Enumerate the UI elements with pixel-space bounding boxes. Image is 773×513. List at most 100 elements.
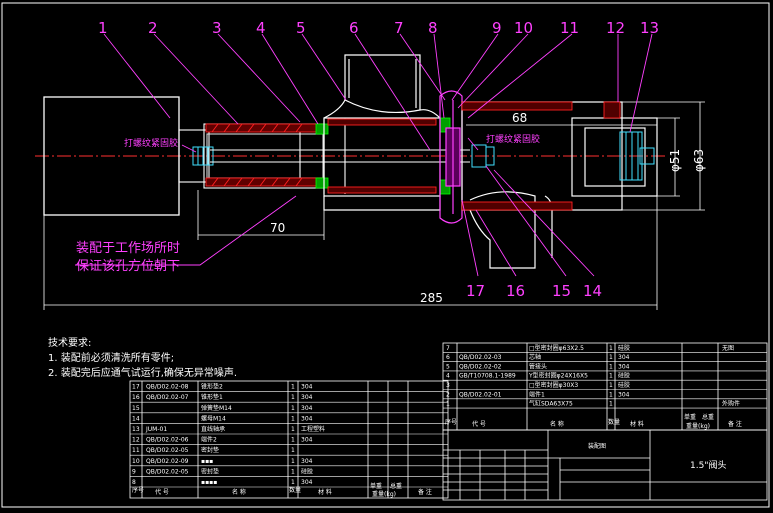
bom-right-row-mat: 硅胶 — [618, 381, 630, 389]
bom-left-row-mat: 工程塑料 — [301, 425, 325, 433]
section-hatch-right — [461, 101, 621, 211]
bom-left-row-code: QB/D02.02-08 — [146, 384, 189, 391]
bom-left-row-qty: 1 — [291, 437, 295, 444]
bom-right-row-no: 5 — [446, 363, 450, 370]
balloon-6: 6 — [349, 19, 359, 37]
assembly-note-line1: 装配于工作场所时 — [76, 241, 180, 256]
bom-right-row-name: □型密封圈φ30X3 — [529, 381, 578, 389]
bom-left-row-name: 直线轴承 — [201, 425, 225, 433]
bom-left-row-name: 螺母M14 — [201, 414, 226, 422]
bom-left-row-no: 17 — [132, 384, 140, 391]
bom-right-row-no: 4 — [446, 373, 450, 380]
bom-right-row-qty: 1 — [609, 345, 613, 352]
bom-left-row-qty: 1 — [291, 479, 295, 486]
dim-285: 285 — [420, 291, 443, 305]
bom-right-row-no: 1 — [446, 401, 450, 408]
balloon-9: 9 — [492, 19, 502, 37]
leader-lines — [75, 33, 653, 277]
dimension-lines — [43, 101, 705, 310]
balloon-11: 11 — [560, 19, 579, 37]
balloon-5: 5 — [296, 19, 306, 37]
bom-left-row-code: QB/D02.02-06 — [146, 437, 189, 444]
balloon-16: 16 — [506, 282, 525, 300]
bom-left-row-no: 14 — [132, 415, 140, 422]
bom-left-row-qty: 1 — [291, 447, 295, 454]
tech-req-item-1: 1. 装配前必须清洗所有零件; — [48, 353, 175, 364]
bom-right-row-mat: 硅胶 — [618, 372, 630, 380]
bom-right-row-mat: 304 — [618, 354, 630, 361]
bom-left-row-name: ▪▪▪▪ — [201, 479, 217, 486]
bom-left-row-name: 弹簧垫M14 — [201, 404, 232, 412]
bom-right-header-code: 代 号 — [472, 420, 486, 428]
bom-left-row-no: 12 — [132, 437, 140, 444]
title-small: 装配图 — [588, 442, 606, 450]
bom-left-row-name: 端件2 — [201, 436, 217, 444]
bom-right-row-qty: 1 — [609, 354, 613, 361]
balloon-13: 13 — [640, 19, 659, 37]
shaft — [210, 149, 470, 163]
bom-right-row-qty: 1 — [609, 382, 613, 389]
bom-right-row-mat: 304 — [618, 363, 630, 370]
bom-left-row-name: 密封垫 — [201, 467, 219, 475]
bom-right-row-name: Y型密封圈φ24X16X5 — [528, 372, 588, 380]
bom-right-header-remark: 备 注 — [728, 420, 742, 428]
section-hatch-middle — [327, 118, 437, 194]
section-hatch-left — [205, 123, 325, 187]
bom-left-row-code: QB/D02.02-07 — [146, 394, 189, 401]
dim-70: 70 — [270, 221, 285, 235]
threaded-fitting-left — [192, 146, 214, 166]
valve-disk — [439, 90, 463, 224]
balloon-2: 2 — [148, 19, 158, 37]
balloon-3: 3 — [212, 19, 222, 37]
bom-left-header-remark: 备 注 — [418, 488, 432, 496]
bom-table-left — [129, 380, 449, 499]
bom-left-row-code: QB/D02.02-09 — [146, 458, 189, 465]
bom-right-header-totalw: 总重 — [702, 413, 714, 421]
bom-left-row-code: QB/D02.02-05 — [146, 468, 189, 475]
bom-right-row-remark: 无图 — [722, 345, 734, 352]
bom-right-row-name: 端件1 — [529, 390, 545, 398]
balloon-7: 7 — [394, 19, 404, 37]
dim-63: φ63 — [692, 149, 706, 172]
bom-left-header-mat: 材 料 — [318, 488, 332, 496]
bom-left-row-no: 13 — [132, 426, 140, 433]
bom-right-row-qty: 1 — [609, 401, 613, 408]
bom-right-header: 序号 代 号 名 称 数量 材 料 单重 总重 重量(kg) 备 注 — [445, 413, 742, 430]
bom-left-header-name: 名 称 — [232, 488, 246, 496]
bom-left-header: 序号 代 号 名 称 数量 材 料 单重 总重 重量(kg) 备 注 — [132, 482, 432, 498]
bom-right-header-unitw: 单重 — [684, 413, 696, 421]
balloon-12: 12 — [606, 19, 625, 37]
bom-right-row-qty: 1 — [609, 391, 613, 398]
bom-left-row-mat: 硅胶 — [301, 467, 313, 475]
bom-left-row-code: JUM-01 — [145, 426, 167, 433]
bom-left-row-no: 11 — [132, 447, 140, 454]
bom-right-row-qty: 1 — [609, 373, 613, 380]
bom-left-row-no: 15 — [132, 405, 140, 412]
bom-left-row-name: 锥形垫2 — [201, 383, 223, 391]
bom-left-row-name: 密封垫 — [201, 446, 219, 454]
bom-right-header-name: 名 称 — [550, 420, 564, 428]
bom-right-row-no: 6 — [446, 354, 450, 361]
bom-left-row-qty: 1 — [291, 426, 295, 433]
bom-right-row-name: 管接头 — [529, 362, 547, 370]
balloon-8: 8 — [428, 19, 438, 37]
bom-right-row-name: 芯轴 — [529, 353, 541, 361]
tech-req-item-2: 2. 装配完后应通气试运行,确保无异常噪声. — [48, 368, 238, 379]
bom-left-row-mat: 304 — [301, 384, 313, 391]
bom-left-row-no: 8 — [132, 479, 136, 486]
assembly-note-line2: 保证该孔方位朝下 — [76, 258, 180, 274]
seals — [315, 117, 451, 195]
bom-left-header-weight: 重量(kg) — [372, 490, 396, 498]
bom-left-row-code: QB/D02.02-05 — [146, 447, 189, 454]
bom-right-row-code: QB/D02.02-03 — [459, 354, 502, 361]
title-block — [442, 429, 768, 501]
glue-callout-right: 打螺纹紧固胶 — [486, 133, 540, 145]
bom-right-row-no: 3 — [446, 382, 450, 389]
dim-68: 68 — [512, 111, 527, 125]
bom-right-row-mat: 304 — [618, 391, 630, 398]
bom-right-header-no: 序号 — [445, 418, 457, 426]
bom-right-row-remark: 外购件 — [722, 400, 740, 408]
bom-right-row-code: QB/D02.02-01 — [459, 391, 502, 398]
